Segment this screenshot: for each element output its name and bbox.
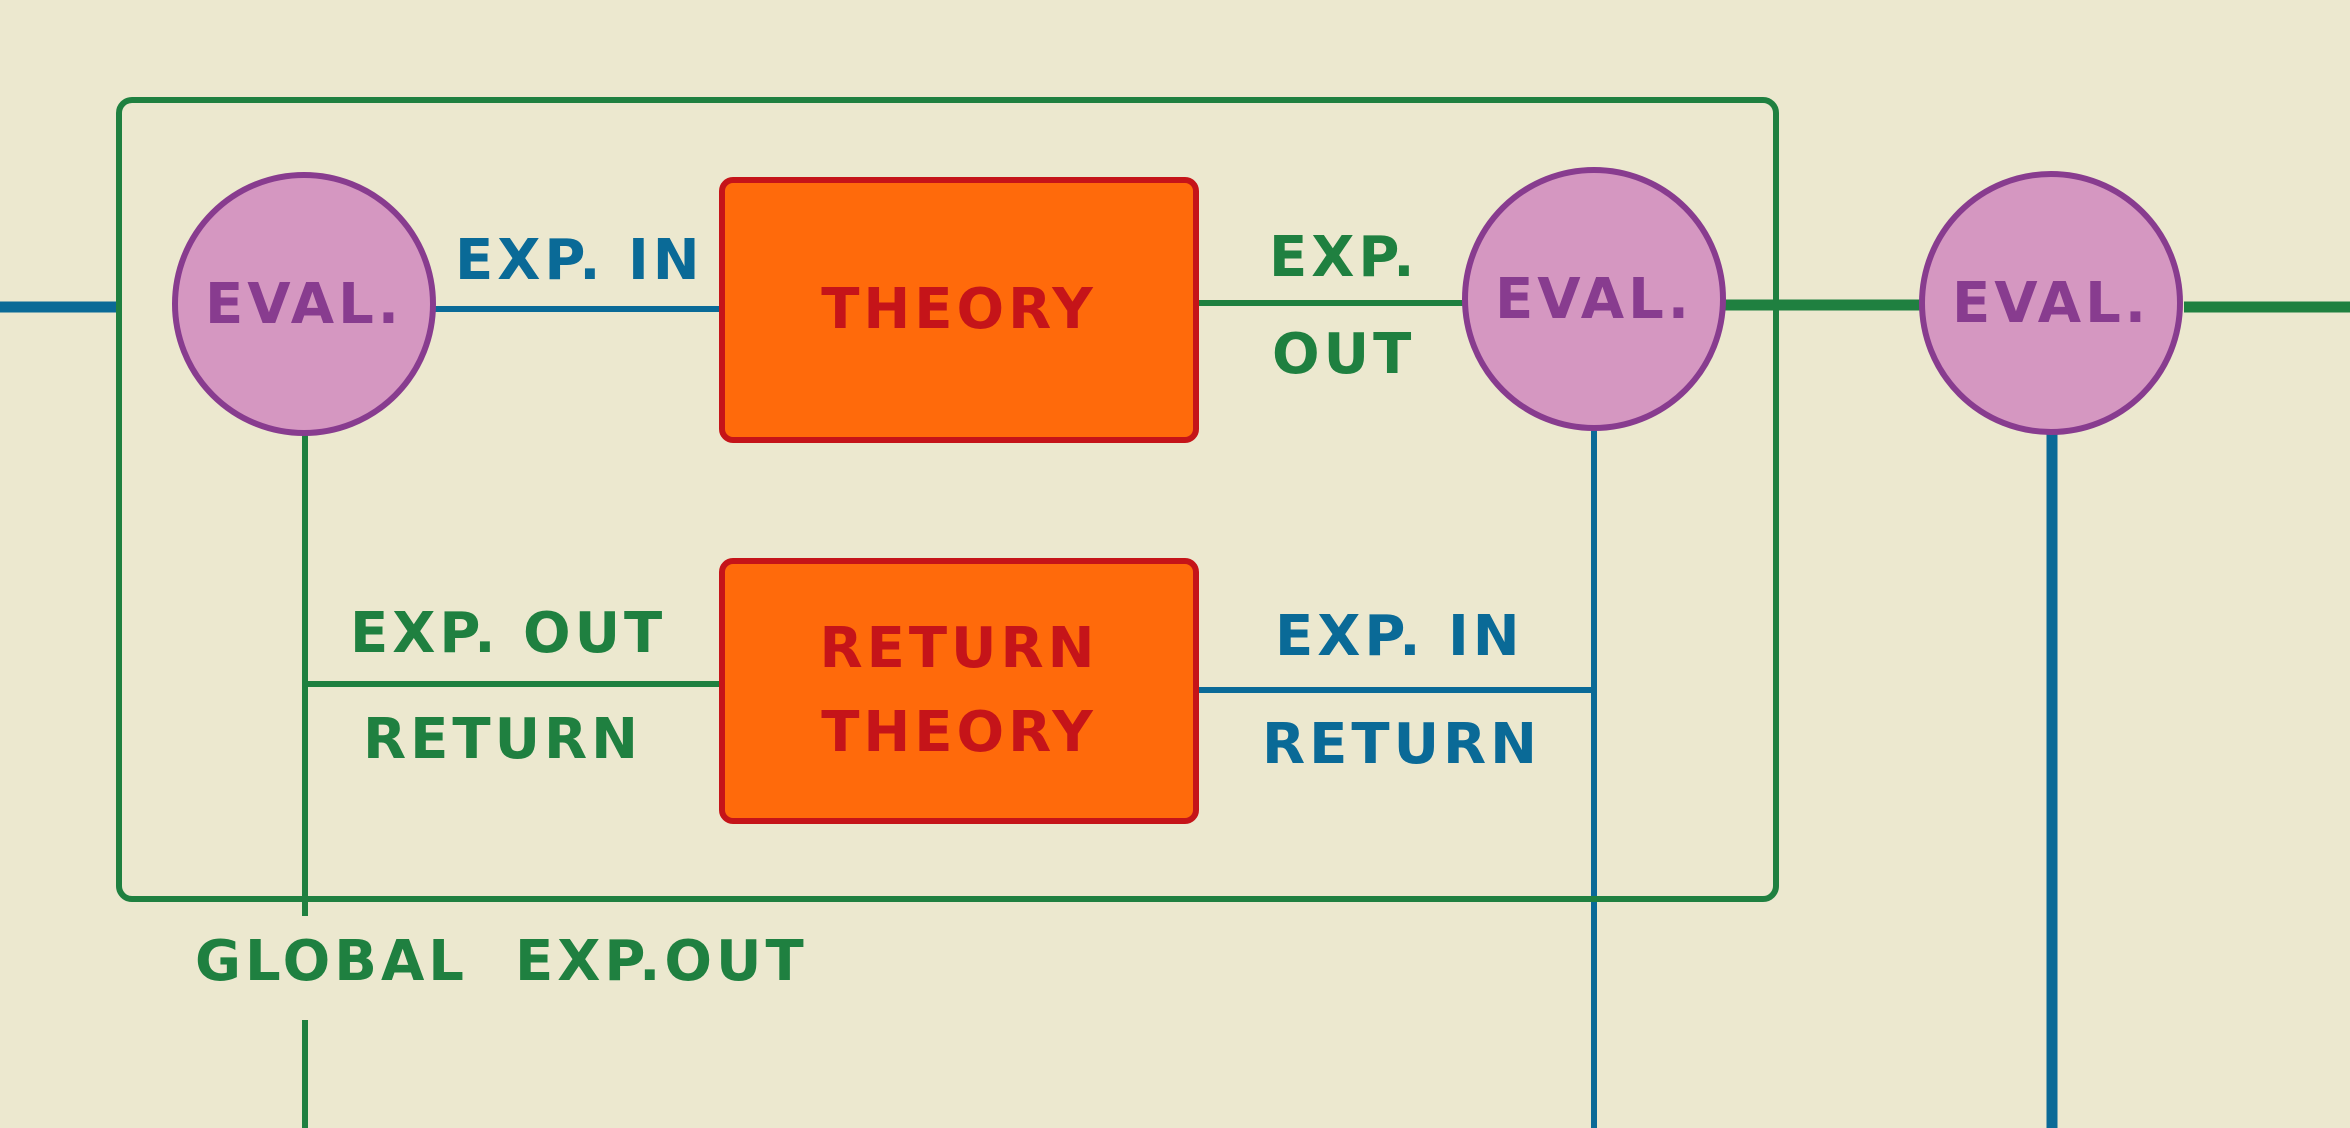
label-exp-out-top-line2: OUT: [1272, 322, 1416, 387]
subsystem-frame: [116, 97, 1779, 902]
label-global-exp-out: GLOBAL EXP.OUT: [195, 929, 808, 994]
label-exp-in-top: EXP. IN: [455, 228, 704, 293]
eval-node-left-label: EVAL.: [204, 271, 404, 337]
label-exp-in-return-line1: EXP. IN: [1275, 604, 1524, 669]
return-theory-box-label-line2: THEORY: [821, 700, 1097, 765]
label-exp-out-return-line1: EXP. OUT: [350, 601, 667, 666]
eval-node-middle[interactable]: EVAL.: [1462, 167, 1726, 431]
label-exp-out-top-line1: EXP.: [1269, 225, 1419, 290]
label-exp-in-return-line2: RETURN: [1262, 712, 1542, 777]
eval-node-left[interactable]: EVAL.: [172, 172, 436, 436]
eval-node-middle-label: EVAL.: [1494, 266, 1694, 332]
return-theory-box[interactable]: RETURN THEORY: [719, 558, 1199, 824]
return-theory-box-label-line1: RETURN: [819, 616, 1099, 681]
eval-node-right-label: EVAL.: [1951, 270, 2151, 336]
theory-box[interactable]: THEORY: [719, 177, 1199, 443]
theory-box-label: THEORY: [821, 277, 1097, 342]
label-exp-out-return-line2: RETURN: [363, 707, 643, 772]
eval-node-right[interactable]: EVAL.: [1919, 171, 2183, 435]
